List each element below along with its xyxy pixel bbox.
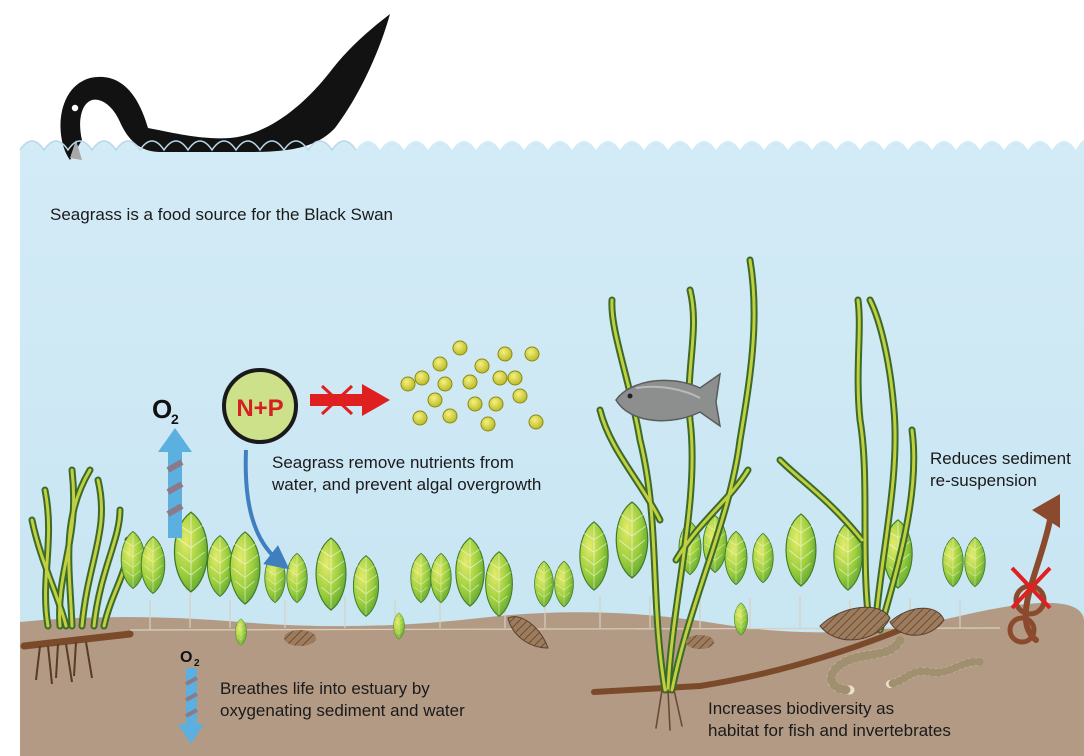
nutrients-label: Seagrass remove nutrients from water, an…: [272, 452, 541, 496]
oxygen-symbol-upper: O: [152, 394, 172, 424]
oxygen-label: Breathes life into estuary by oxygenatin…: [220, 678, 465, 722]
sediment-label: Reduces sediment re-suspension: [930, 448, 1071, 492]
biodiversity-label: Increases biodiversity as habitat for fi…: [708, 698, 951, 742]
oxygen-subscript-upper: 2: [171, 411, 179, 427]
oxygen-subscript-lower: 2: [194, 658, 200, 669]
nutrient-label: N+P: [236, 395, 283, 422]
swan-label: Seagrass is a food source for the Black …: [50, 204, 393, 226]
black-swan-icon: [60, 14, 390, 160]
oxygen-symbol-lower: O: [180, 649, 192, 666]
nutrient-circle: N+P: [224, 370, 296, 442]
